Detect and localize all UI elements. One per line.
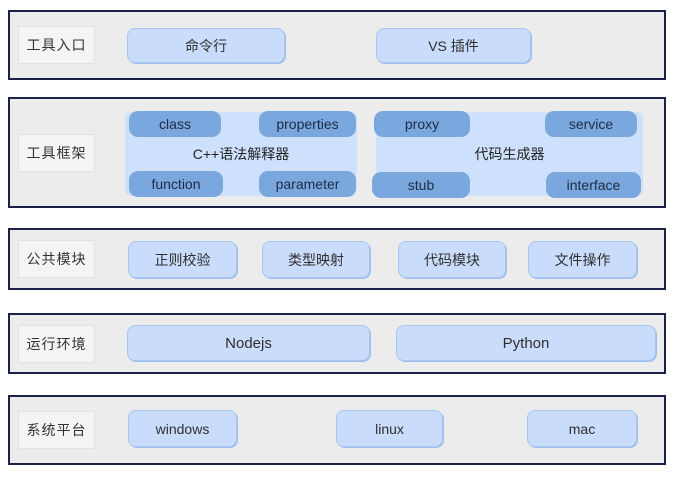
command-line-box: 命令行: [127, 28, 285, 63]
code-module-box: 代码模块: [398, 241, 506, 278]
linux-box: linux: [336, 410, 443, 447]
tab-properties: properties: [259, 111, 356, 137]
tab-parameter: parameter: [259, 171, 356, 197]
tab-function: function: [129, 171, 223, 197]
row-label-tool-entry: 工具入口: [18, 26, 95, 64]
row-label-common-modules: 公共模块: [18, 240, 95, 278]
tab-proxy: proxy: [374, 111, 470, 137]
cpp-parser-title: C++语法解释器: [192, 146, 290, 162]
python-box: Python: [396, 325, 656, 361]
row-label-system-platform: 系统平台: [18, 411, 95, 449]
cpp-parser-group: class properties C++语法解释器 function param…: [125, 111, 357, 197]
band-common-modules: 公共模块 正则校验 类型映射 代码模块 文件操作: [8, 228, 666, 290]
tab-class: class: [129, 111, 221, 137]
code-generator-title: 代码生成器: [474, 146, 545, 162]
mac-box: mac: [527, 410, 637, 447]
type-mapping-box: 类型映射: [262, 241, 370, 278]
row-label-tool-framework: 工具框架: [18, 133, 95, 172]
band-tool-entry: 工具入口 命令行 VS 插件: [8, 10, 666, 80]
row-label-runtime-environment: 运行环境: [18, 324, 95, 363]
tab-interface: interface: [546, 172, 641, 198]
tab-service: service: [545, 111, 637, 137]
band-system-platform: 系统平台 windows linux mac: [8, 395, 666, 465]
tab-stub: stub: [372, 172, 470, 198]
nodejs-box: Nodejs: [127, 325, 370, 361]
vs-plugin-box: VS 插件: [376, 28, 531, 63]
band-tool-framework: 工具框架 class properties C++语法解释器 function …: [8, 97, 666, 208]
code-generator-group: proxy service 代码生成器 stub interface: [372, 111, 643, 198]
file-operation-box: 文件操作: [528, 241, 637, 278]
regex-check-box: 正则校验: [128, 241, 237, 278]
band-runtime-environment: 运行环境 Nodejs Python: [8, 313, 666, 374]
windows-box: windows: [128, 410, 237, 447]
